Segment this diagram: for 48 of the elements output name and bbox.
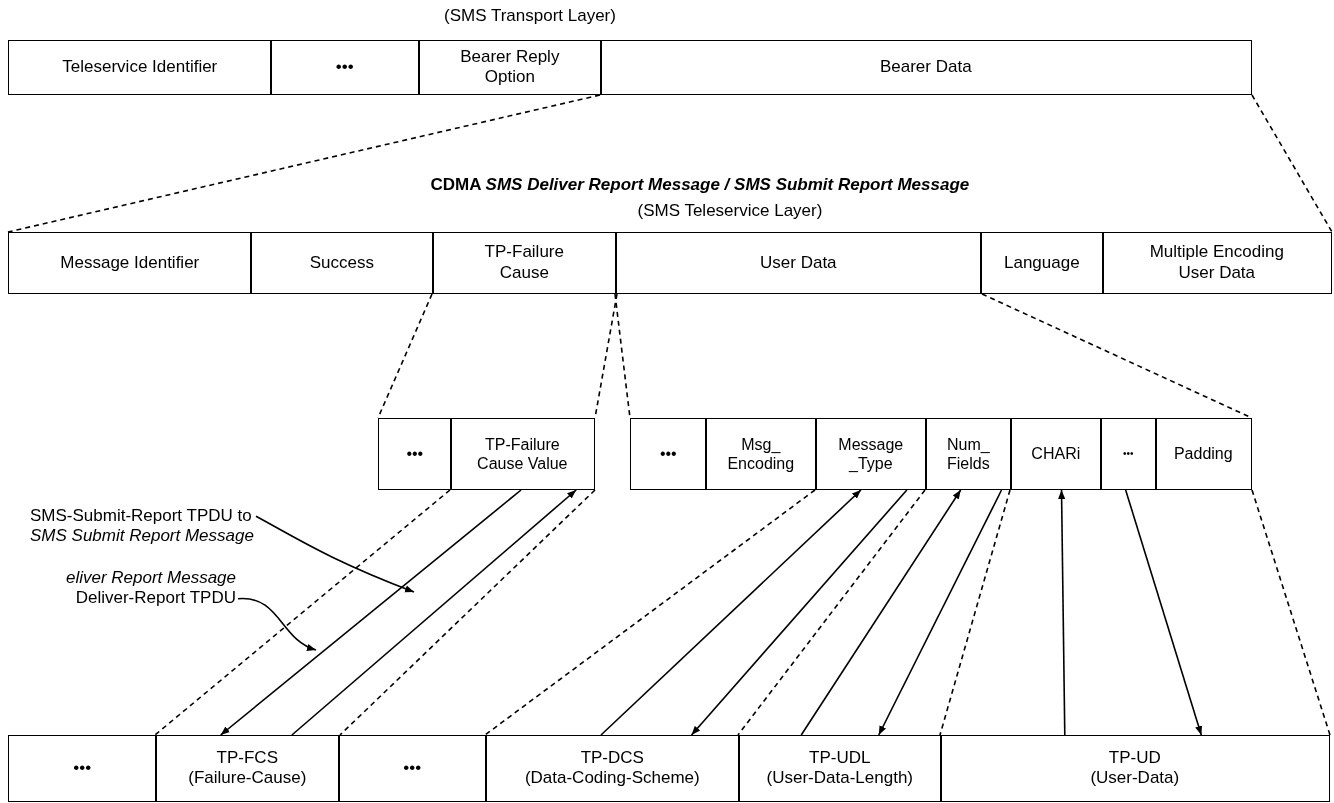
arrow xyxy=(690,489,908,736)
annotation-text: eliver Report Message Deliver-Report TPDU xyxy=(65,568,236,609)
field-cell: Msg_ Encoding xyxy=(705,418,817,490)
arrow xyxy=(1058,489,1066,736)
field-cell: TP-Failure Cause Value xyxy=(450,418,595,490)
field-cell: ••• xyxy=(378,418,452,490)
arrow xyxy=(877,489,1003,736)
arrow xyxy=(1124,489,1203,736)
arrow xyxy=(291,489,577,736)
dashed-line xyxy=(7,94,601,233)
arrow xyxy=(600,489,862,736)
dashed-line xyxy=(1251,489,1331,736)
field-cell: Bearer Reply Option xyxy=(418,40,602,95)
field-cell: ••• xyxy=(8,735,157,802)
field-cell: Language xyxy=(980,232,1104,294)
message-title: CDMA SMS Deliver Report Message / SMS Submit Report Message xyxy=(430,175,970,196)
annotation-text: SMS-Submit-Report TPDU to SMS Submit Report Message xyxy=(30,506,254,547)
dashed-line xyxy=(154,489,451,736)
layer-caption: (SMS Transport Layer) xyxy=(444,6,616,27)
field-cell: TP-Failure Cause xyxy=(432,232,617,294)
field-cell: TP-UDL (User-Data-Length) xyxy=(738,735,942,802)
field-cell: TP-FCS (Failure-Cause) xyxy=(155,735,340,802)
field-cell: ••• xyxy=(338,735,487,802)
field-cell: Padding xyxy=(1155,418,1252,490)
dashed-line xyxy=(737,489,926,736)
field-cell: Num_ Fields xyxy=(925,418,1012,490)
dashed-line xyxy=(939,489,1011,736)
arrow xyxy=(219,489,522,736)
layer-caption: (SMS Teleservice Layer) xyxy=(637,201,823,222)
leader-line xyxy=(255,515,415,593)
field-cell: TP-UD (User-Data) xyxy=(940,735,1330,802)
field-cell: Teleservice Identifier xyxy=(8,40,272,95)
field-cell: Multiple Encoding User Data xyxy=(1102,232,1332,294)
field-cell: Success xyxy=(250,232,434,294)
dashed-line xyxy=(484,489,816,736)
field-cell: User Data xyxy=(615,232,982,294)
field-cell: Message _Type xyxy=(815,418,927,490)
field-cell: ••• xyxy=(630,418,707,490)
field-cell: CHARi xyxy=(1010,418,1102,490)
field-cell: ••• xyxy=(270,40,420,95)
dashed-line xyxy=(1251,94,1333,233)
field-cell: Bearer Data xyxy=(600,40,1252,95)
arrow xyxy=(800,489,962,736)
field-cell: ••• xyxy=(1100,418,1157,490)
field-cell: Message Identifier xyxy=(8,232,252,294)
leader-line xyxy=(237,597,317,651)
field-cell: TP-DCS (Data-Coding-Scheme) xyxy=(485,735,740,802)
dashed-line xyxy=(339,489,596,736)
